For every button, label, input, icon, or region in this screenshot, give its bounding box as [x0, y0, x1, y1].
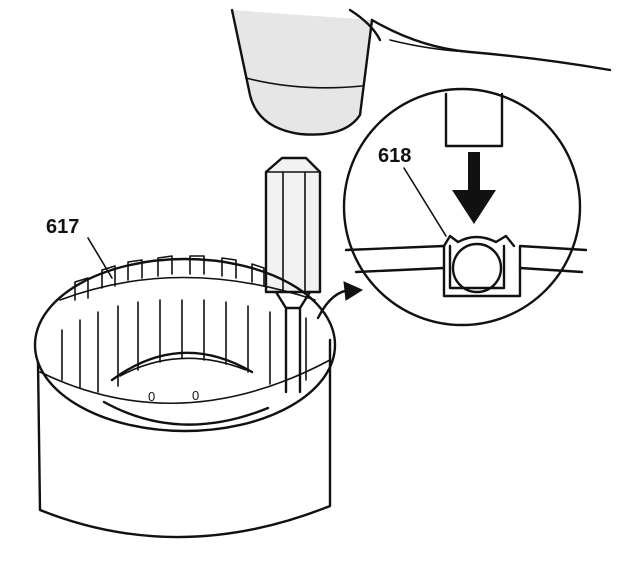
clutch-housing: 0 0	[33, 255, 337, 539]
curved-arrow-icon	[316, 281, 364, 320]
seal-ring	[442, 234, 516, 294]
housing-mark-1: 0	[192, 388, 199, 403]
callout-617: 617	[46, 216, 113, 279]
housing-splines	[74, 255, 265, 301]
callout-label-618: 618	[378, 145, 411, 167]
hand-tool	[230, 8, 612, 136]
inner-splines	[61, 299, 307, 393]
callout-label-617: 617	[46, 216, 79, 238]
callout-618: 618	[378, 145, 447, 237]
housing-mark-0: 0	[148, 389, 155, 404]
detail-view	[342, 87, 588, 327]
down-arrow-icon	[452, 152, 496, 224]
driver-pin	[264, 156, 322, 394]
